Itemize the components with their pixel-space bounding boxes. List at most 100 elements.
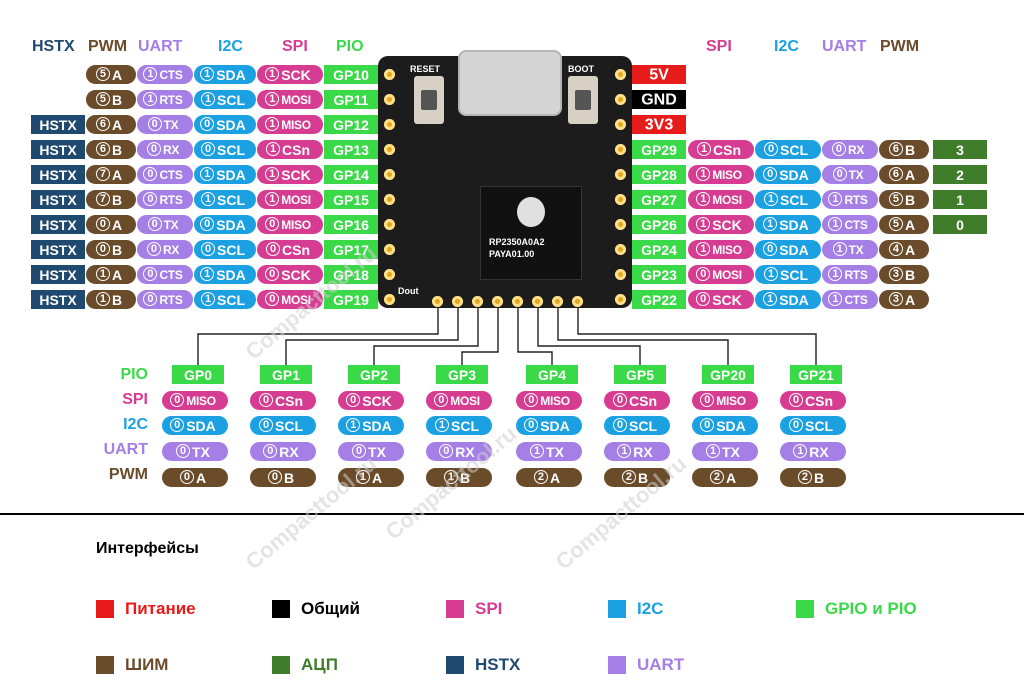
gpio-tag: GP1 — [260, 365, 312, 384]
gpio-tag: GP14 — [324, 165, 378, 184]
uart-index: 0 — [147, 117, 162, 132]
spi-label: SCK — [281, 266, 311, 283]
i2c-label: SCL — [780, 141, 808, 158]
uart-label: RX — [455, 443, 475, 460]
pwm-index: 2 — [797, 470, 812, 485]
spi-label: MISO — [712, 167, 742, 182]
spi-label: CSn — [282, 241, 310, 258]
chip-marking: RP2350A0A2 — [489, 237, 545, 247]
pio-label: GP22 — [641, 291, 677, 308]
pad-left — [384, 69, 395, 80]
uart-index: 0 — [143, 167, 158, 182]
pwm-label: A — [904, 166, 916, 183]
adc-tag: 3 — [933, 140, 987, 159]
i2c-label: SCL — [805, 417, 833, 434]
uart-label: TX — [848, 167, 864, 182]
spi-index: 0 — [524, 393, 539, 408]
pio-label: GP29 — [641, 141, 677, 158]
uart-index: 1 — [706, 444, 721, 459]
i2c-index: 0 — [789, 418, 803, 433]
pwm-index: 2 — [709, 470, 724, 485]
pwm-index: 5 — [95, 92, 110, 107]
pio-label: GP5 — [625, 366, 654, 383]
gpio-tag: GP13 — [324, 140, 378, 159]
uart-label: RTS — [159, 292, 183, 307]
header-right-pwm: PWM — [880, 38, 920, 55]
pwm-label: A — [111, 166, 123, 183]
i2c-index: 1 — [763, 292, 778, 307]
uart-label: RTS — [159, 92, 183, 107]
pwm-index: 4 — [888, 242, 903, 257]
spi-label: MOSI — [712, 267, 742, 282]
hstx-label: HSTX — [39, 116, 77, 133]
hstx-tag: HSTX — [31, 165, 85, 184]
spi-label: SCK — [281, 166, 311, 183]
gpio-tag: GP20 — [702, 365, 754, 384]
uart-index: 0 — [147, 217, 162, 232]
gpio-tag: GP19 — [324, 290, 378, 309]
i2c-index: 0 — [200, 117, 215, 132]
spi-index: 0 — [613, 393, 627, 408]
bottom-row-label-pwm: PWM — [108, 466, 148, 483]
i2c-label: SDA — [186, 417, 216, 434]
uart-label: TX — [163, 217, 179, 232]
adc-label: 1 — [956, 191, 964, 208]
uart-index: 0 — [352, 444, 367, 459]
gpio-tag: GP21 — [790, 365, 842, 384]
pwm-index: 1 — [95, 267, 110, 282]
header-left-i2c: I2C — [218, 38, 243, 55]
i2c-index: 1 — [201, 92, 215, 107]
gpio-tag: GP5 — [614, 365, 666, 384]
pwm-index: 2 — [533, 470, 548, 485]
gpio-tag: GP15 — [324, 190, 378, 209]
hstx-tag: HSTX — [31, 265, 85, 284]
i2c-index: 1 — [200, 67, 215, 82]
pio-label: GP19 — [333, 291, 369, 308]
pin-wire — [517, 302, 553, 365]
gpio-tag: GP18 — [324, 265, 378, 284]
i2c-label: SCL — [629, 417, 657, 434]
uart-index: 1 — [793, 444, 808, 459]
uart-label: RX — [633, 443, 653, 460]
pwm-label: A — [111, 216, 123, 233]
pwm-label: A — [904, 241, 916, 258]
gpio-tag: GP24 — [632, 240, 686, 259]
pwm-index: 6 — [888, 142, 903, 157]
pad-right — [615, 69, 626, 80]
pwm-label: B — [904, 266, 916, 283]
uart-index: 0 — [832, 167, 847, 182]
uart-label: CTS — [844, 217, 868, 232]
pin-wire — [557, 302, 729, 365]
uart-label: RTS — [844, 267, 868, 282]
i2c-index: 1 — [200, 267, 215, 282]
spi-index: 1 — [696, 217, 711, 232]
boot-silk-label: BOOT — [568, 64, 594, 74]
i2c-index: 1 — [764, 192, 778, 207]
hstx-tag: HSTX — [31, 115, 85, 134]
gpio-tag: GP4 — [526, 365, 578, 384]
pwm-label: B — [813, 469, 825, 486]
pwm-label: B — [283, 469, 295, 486]
gpio-tag: GP27 — [632, 190, 686, 209]
pwm-index: 0 — [179, 470, 194, 485]
reset-button — [414, 76, 444, 124]
